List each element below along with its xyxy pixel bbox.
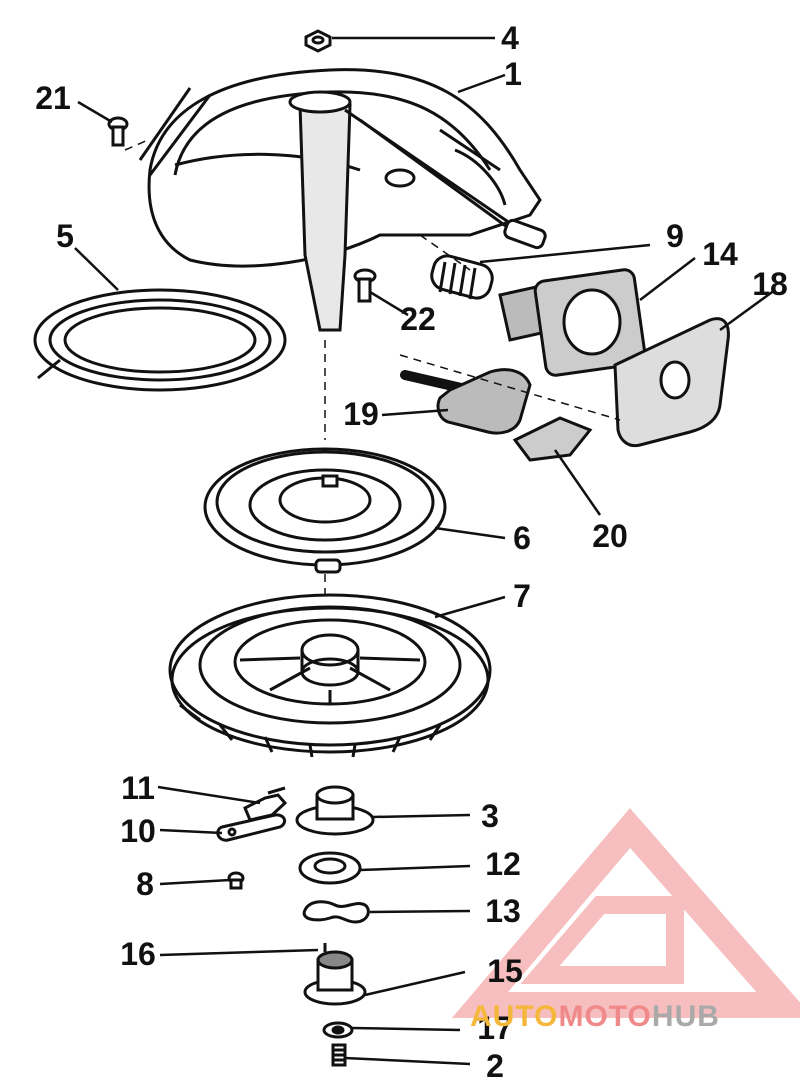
- callout-9: 9: [666, 218, 684, 254]
- callout-3: 3: [481, 798, 499, 834]
- part-3-bushing: [295, 785, 375, 836]
- callout-2: 2: [486, 1048, 504, 1084]
- callout-10: 10: [120, 813, 156, 849]
- part-8-screw: [227, 871, 245, 890]
- callout-20: 20: [592, 518, 628, 554]
- callout-19: 19: [343, 396, 379, 432]
- part-12-washer: [298, 851, 362, 885]
- watermark-part-2: MOTO: [558, 1000, 652, 1033]
- part-2-screw: [331, 1043, 347, 1067]
- callout-7: 7: [513, 578, 531, 614]
- part-13-spring: [302, 900, 370, 924]
- callout-8: 8: [136, 866, 154, 902]
- watermark-part-1: AUTO: [470, 1000, 559, 1033]
- part-5-spring: [33, 288, 287, 392]
- part-18-plate: [613, 317, 730, 448]
- part-20-clip: [512, 416, 593, 462]
- watermark-logo: [451, 808, 800, 1018]
- callout-11: 11: [121, 770, 155, 806]
- callout-5: 5: [56, 218, 74, 254]
- callout-21: 21: [35, 80, 71, 116]
- callout-1: 1: [504, 56, 522, 92]
- callout-13: 13: [485, 893, 521, 929]
- part-4-nut: [304, 29, 332, 53]
- part-7-pulley: [168, 593, 492, 758]
- part-15-hub: [303, 950, 367, 1006]
- part-9-guide: [430, 254, 494, 300]
- callout-16: 16: [120, 936, 156, 972]
- callout-6: 6: [513, 520, 531, 556]
- callout-4: 4: [501, 20, 519, 56]
- part-21-screw: [107, 116, 129, 147]
- part-22-screw: [353, 268, 377, 303]
- callout-15: 15: [487, 953, 523, 989]
- part-19-handle: [400, 368, 532, 435]
- part-1-housing: [138, 68, 547, 332]
- callout-22: 22: [400, 301, 436, 337]
- callout-12: 12: [485, 846, 521, 882]
- watermark-text: AUTOMOTOHUB: [470, 1000, 720, 1034]
- leader-lines: [74, 36, 776, 1066]
- part-17-washer: [322, 1021, 354, 1039]
- watermark-part-3: HUB: [651, 1000, 720, 1033]
- callout-18: 18: [752, 266, 788, 302]
- callout-14: 14: [702, 236, 738, 272]
- part-6-spring-cup: [203, 447, 447, 574]
- callout-17: 17: [477, 1010, 513, 1046]
- part-14-rope-guide: [498, 268, 647, 377]
